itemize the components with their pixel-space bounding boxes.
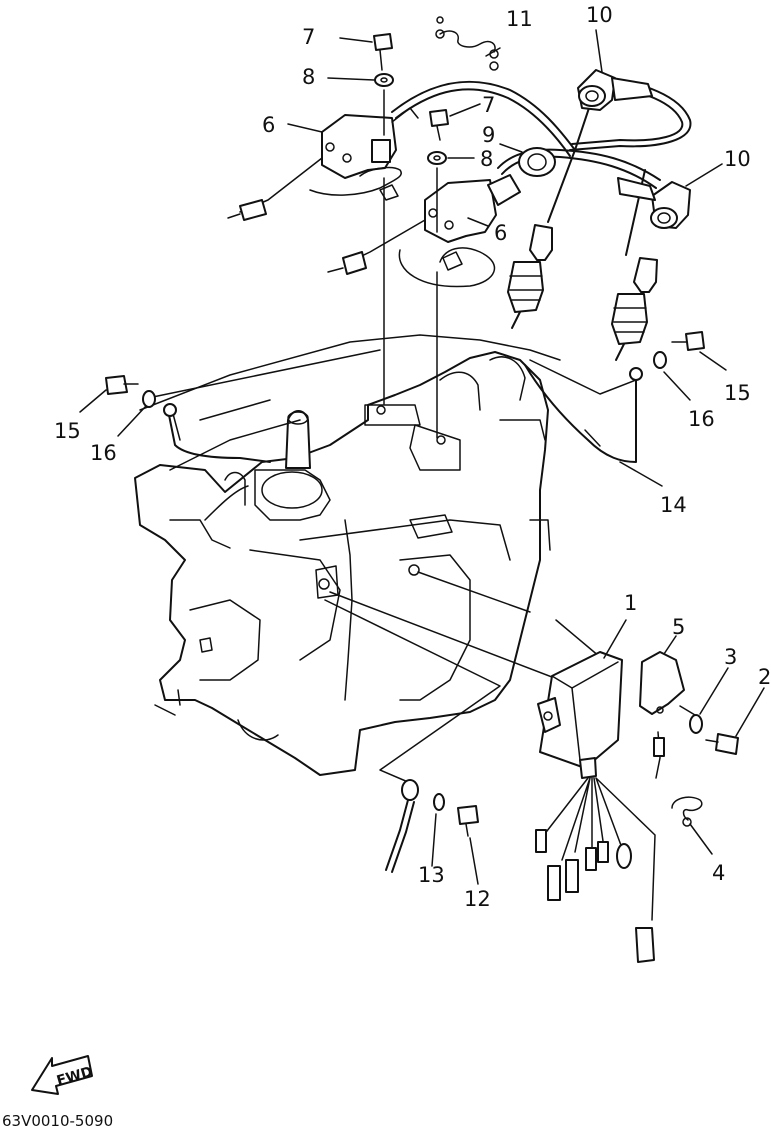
- callout-3: 3: [724, 645, 737, 669]
- callout-16-left: 16: [90, 441, 117, 465]
- callout-5: 5: [672, 615, 685, 639]
- plug-cap-lower: [617, 177, 691, 229]
- bolt-15-left: [105, 375, 139, 395]
- callout-leaders: [79, 29, 765, 885]
- bracket-5: [639, 651, 685, 715]
- callout-6-upper: 6: [262, 113, 275, 137]
- callout-1: 1: [624, 591, 637, 615]
- callout-15-right: 15: [724, 381, 751, 405]
- callout-10-upper: 10: [586, 3, 613, 27]
- washer-8-upper: [374, 73, 394, 87]
- callout-2: 2: [758, 665, 771, 689]
- ground-lead: [163, 359, 643, 463]
- callout-14: 14: [660, 493, 687, 517]
- callout-6-lower: 6: [494, 221, 507, 245]
- clip-11: [435, 16, 499, 71]
- callout-4: 4: [712, 861, 725, 885]
- callout-16-right: 16: [688, 407, 715, 431]
- cylinder-head-outline: [139, 334, 561, 471]
- callout-11: 11: [506, 7, 533, 31]
- lead-terminal-13: [385, 779, 445, 873]
- callout-8-upper: 8: [302, 65, 315, 89]
- callout-10-lower: 10: [724, 147, 751, 171]
- washer-16-left: [142, 390, 156, 408]
- bolt-12: [457, 805, 479, 837]
- washer-16-right: [653, 351, 667, 369]
- grommet: [518, 147, 556, 177]
- bolt-15-right: [671, 331, 705, 351]
- drawing-code: 63V0010-5090: [2, 1112, 113, 1130]
- cdi-unit: [535, 651, 665, 963]
- clip-4: [671, 796, 703, 827]
- callout-7-lower: 7: [482, 93, 495, 117]
- callout-9: 9: [482, 123, 495, 147]
- ignition-coil-lower: [424, 174, 521, 243]
- bolt-2: [705, 733, 739, 755]
- engine-block: [134, 351, 551, 776]
- callout-8-lower: 8: [480, 147, 493, 171]
- callout-labels: 1 2 3 4 5 6 6 7 7 8 8 9 10 10 11 12 13 1…: [54, 3, 771, 911]
- plug-cap-upper: [577, 69, 653, 111]
- callout-15-left: 15: [54, 419, 81, 443]
- washer-8-lower: [427, 151, 447, 165]
- fwd-arrow-icon: FWD: [31, 1055, 95, 1095]
- spark-plugs: [507, 224, 658, 361]
- washer-3: [689, 714, 703, 734]
- bolt-7-lower: [429, 109, 449, 141]
- callout-12: 12: [464, 887, 491, 911]
- callout-7-upper: 7: [302, 25, 315, 49]
- bolt-7-upper: [373, 33, 393, 71]
- ignition-coil-upper: [321, 107, 419, 179]
- callout-13: 13: [418, 863, 445, 887]
